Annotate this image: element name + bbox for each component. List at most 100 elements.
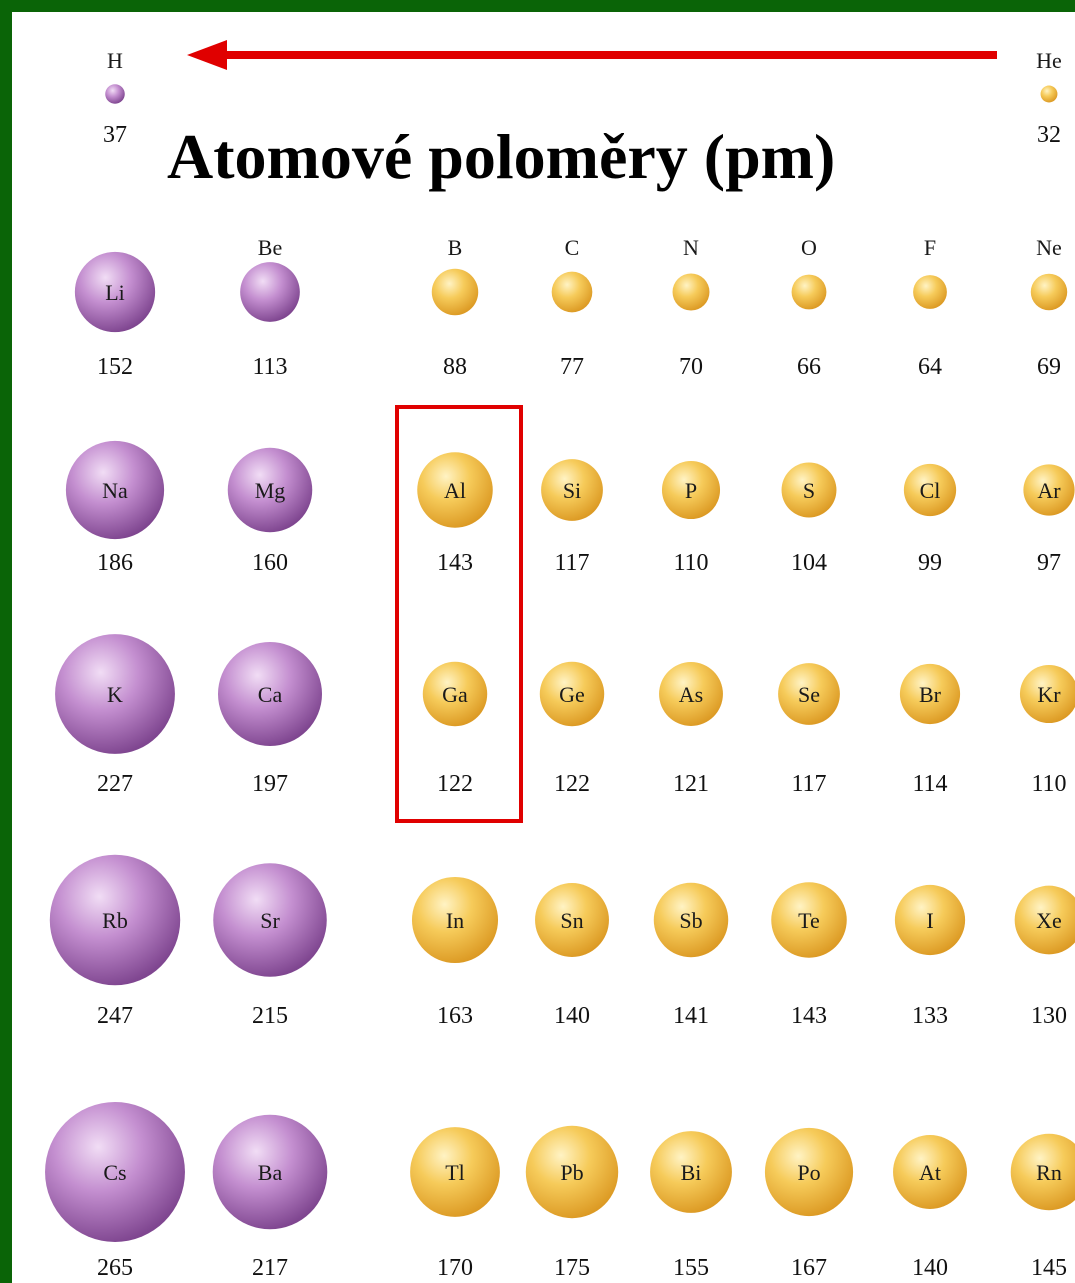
atom-symbol-rb: Rb — [102, 908, 128, 933]
atom-br — [899, 663, 961, 725]
atom-al — [417, 452, 493, 528]
atom-radius-s: 104 — [791, 550, 827, 576]
atom-symbol-br: Br — [919, 682, 942, 707]
atom-te — [771, 882, 847, 958]
atom-radius-ar: 97 — [1037, 550, 1061, 576]
atom-radius-ca: 197 — [252, 771, 288, 797]
atom-ba — [212, 1114, 328, 1230]
atom-radius-o: 66 — [797, 354, 821, 380]
atom-ca — [217, 641, 323, 747]
atom-h — [105, 84, 125, 104]
atom-n — [672, 273, 710, 311]
atom-radius-pb: 175 — [554, 1255, 590, 1281]
atom-radius-i: 133 — [912, 1003, 948, 1029]
atom-symbol-al: Al — [444, 478, 466, 503]
atom-he — [1040, 85, 1058, 103]
atom-symbol-p: P — [685, 478, 697, 503]
atom-symbol-po: Po — [797, 1160, 820, 1185]
atom-s — [781, 462, 837, 518]
atom-radius-ge: 122 — [554, 771, 590, 797]
atom-f — [913, 275, 947, 309]
atom-symbol-ga: Ga — [442, 682, 468, 707]
atom-radius-p: 110 — [673, 550, 708, 576]
atom-radius-na: 186 — [97, 550, 133, 576]
atom-xe — [1014, 885, 1075, 955]
atom-radius-sr: 215 — [252, 1003, 288, 1029]
atom-as — [659, 662, 723, 726]
atom-sr — [213, 863, 327, 977]
atom-radius-li: 152 — [97, 354, 133, 380]
atom-radius-k: 227 — [97, 771, 133, 797]
atom-symbol-in: In — [446, 908, 464, 933]
atoms-chart: H37He32Li152Be113B88C77N70O66F64Ne69Na18… — [45, 48, 1075, 1281]
atom-symbol-as: As — [679, 682, 703, 707]
atom-li — [74, 251, 156, 333]
atom-symbol-na: Na — [102, 478, 128, 503]
atom-radius-he: 32 — [1037, 122, 1061, 148]
atom-tl — [410, 1127, 500, 1217]
atom-radius-sn: 140 — [554, 1003, 590, 1029]
atom-radius-kr: 110 — [1031, 771, 1066, 797]
atom-cs — [45, 1102, 185, 1242]
atom-symbol-rn: Rn — [1036, 1160, 1062, 1185]
atom-symbol-n: N — [683, 235, 699, 260]
atom-radius-br: 114 — [912, 771, 947, 797]
atom-radius-se: 117 — [791, 771, 826, 797]
atom-symbol-sr: Sr — [260, 908, 280, 933]
arrow-head — [187, 40, 227, 70]
atom-symbol-i: I — [926, 908, 933, 933]
atom-rb — [49, 854, 181, 986]
atom-radius-rb: 247 — [97, 1003, 133, 1029]
atom-symbol-cl: Cl — [920, 478, 941, 503]
atom-radius-n: 70 — [679, 354, 703, 380]
left-arrow-icon — [187, 40, 997, 70]
atom-radius-cs: 265 — [97, 1255, 133, 1281]
atom-symbol-c: C — [565, 235, 580, 260]
arrow-shaft — [221, 51, 997, 59]
atom-symbol-ne: Ne — [1036, 235, 1062, 260]
atom-radius-rn: 145 — [1031, 1255, 1067, 1281]
atom-sn — [535, 883, 609, 957]
atom-radius-al: 143 — [437, 550, 473, 576]
atom-c — [551, 271, 593, 313]
atom-kr — [1019, 664, 1075, 724]
atom-se — [778, 663, 840, 725]
atom-radius-ga: 122 — [437, 771, 473, 797]
atom-symbol-si: Si — [563, 478, 581, 503]
atom-radius-sb: 141 — [673, 1003, 709, 1029]
atom-symbol-kr: Kr — [1037, 682, 1061, 707]
atom-radius-mg: 160 — [252, 550, 288, 576]
atom-symbol-te: Te — [798, 908, 820, 933]
atom-symbol-ba: Ba — [258, 1160, 283, 1185]
atom-cl — [903, 463, 957, 517]
atom-symbol-he: He — [1036, 48, 1062, 73]
atom-symbol-li: Li — [105, 280, 125, 305]
atom-radius-xe: 130 — [1031, 1003, 1067, 1029]
atom-symbol-b: B — [448, 235, 463, 260]
atom-symbol-ca: Ca — [258, 682, 283, 707]
atom-ga — [422, 661, 488, 727]
atom-p — [661, 460, 721, 520]
atom-symbol-cs: Cs — [103, 1160, 126, 1185]
atom-bi — [650, 1131, 732, 1213]
atom-radius-ba: 217 — [252, 1255, 288, 1281]
atom-symbol-se: Se — [798, 682, 820, 707]
atom-symbol-at: At — [919, 1160, 941, 1185]
atom-radius-c: 77 — [560, 354, 584, 380]
atom-symbol-ar: Ar — [1037, 478, 1061, 503]
atom-pb — [525, 1125, 619, 1219]
atom-symbol-k: K — [107, 682, 123, 707]
atom-in — [411, 876, 499, 964]
atom-symbol-h: H — [107, 48, 123, 73]
atom-radius-in: 163 — [437, 1003, 473, 1029]
atom-symbol-tl: Tl — [445, 1160, 465, 1185]
atom-po — [764, 1127, 854, 1217]
atom-na — [65, 440, 165, 540]
atom-b — [431, 268, 479, 316]
atom-radius-h: 37 — [103, 122, 127, 148]
atom-at — [893, 1135, 967, 1209]
atom-radius-ne: 69 — [1037, 354, 1061, 380]
atom-radius-be: 113 — [252, 354, 287, 380]
atom-symbol-s: S — [803, 478, 815, 503]
